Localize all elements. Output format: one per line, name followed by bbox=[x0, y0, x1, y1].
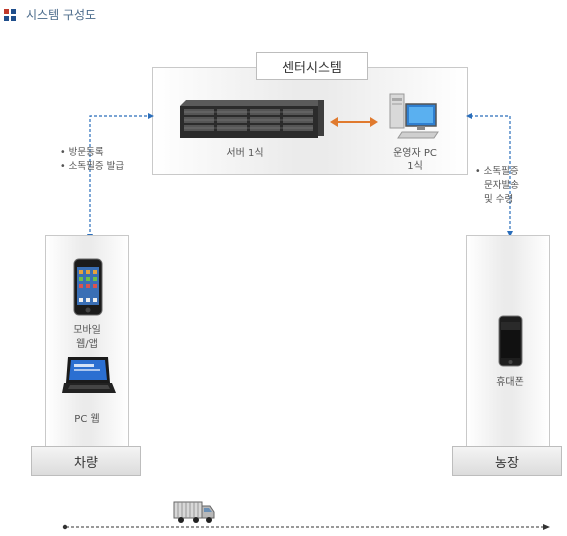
mobile-label: 모바일 웹/앱 bbox=[57, 324, 117, 352]
laptop-icon bbox=[62, 355, 116, 397]
farm-note-2: 문자발송 bbox=[484, 180, 519, 191]
center-system-title: 센터시스템 bbox=[256, 52, 368, 80]
farm-note-3: 및 수령 bbox=[484, 194, 514, 205]
truck-icon bbox=[172, 498, 216, 526]
title-bullet-icon bbox=[4, 9, 17, 22]
server-icon bbox=[178, 100, 324, 140]
operator-pc-label: 운영자 PC 1식 bbox=[385, 147, 445, 173]
cell-phone-label: 휴대폰 bbox=[496, 377, 524, 388]
vehicle-note-certificate: • 소독필증 발급 bbox=[60, 161, 125, 172]
page-title: 시스템 구성도 bbox=[26, 8, 97, 22]
vehicle-notes: • 방문등록 • 소독필증 발급 bbox=[60, 146, 124, 174]
server-pc-link-arrow bbox=[330, 113, 378, 127]
operator-pc-label-line1: 운영자 PC bbox=[393, 148, 437, 159]
vehicle-note-visit: • 방문등록 bbox=[60, 147, 104, 158]
mobile-phone-icon bbox=[73, 258, 103, 316]
operator-pc-icon bbox=[388, 92, 440, 140]
operator-pc-label-line2: 1식 bbox=[407, 161, 423, 172]
mobile-label-line2: 웹/앱 bbox=[76, 339, 98, 350]
pc-web-label: PC 웹 bbox=[74, 414, 100, 425]
mobile-label-line1: 모바일 bbox=[73, 325, 101, 336]
farm-notes: • 소독필증 문자발송 및 수령 bbox=[475, 165, 519, 207]
server-label: 서버 1식 bbox=[226, 148, 264, 159]
farm-note-1: • 소독필증 bbox=[475, 166, 519, 177]
farm-label-box: 농장 bbox=[452, 446, 562, 476]
vehicle-label-box: 차량 bbox=[31, 446, 141, 476]
cell-phone-icon bbox=[498, 315, 523, 367]
